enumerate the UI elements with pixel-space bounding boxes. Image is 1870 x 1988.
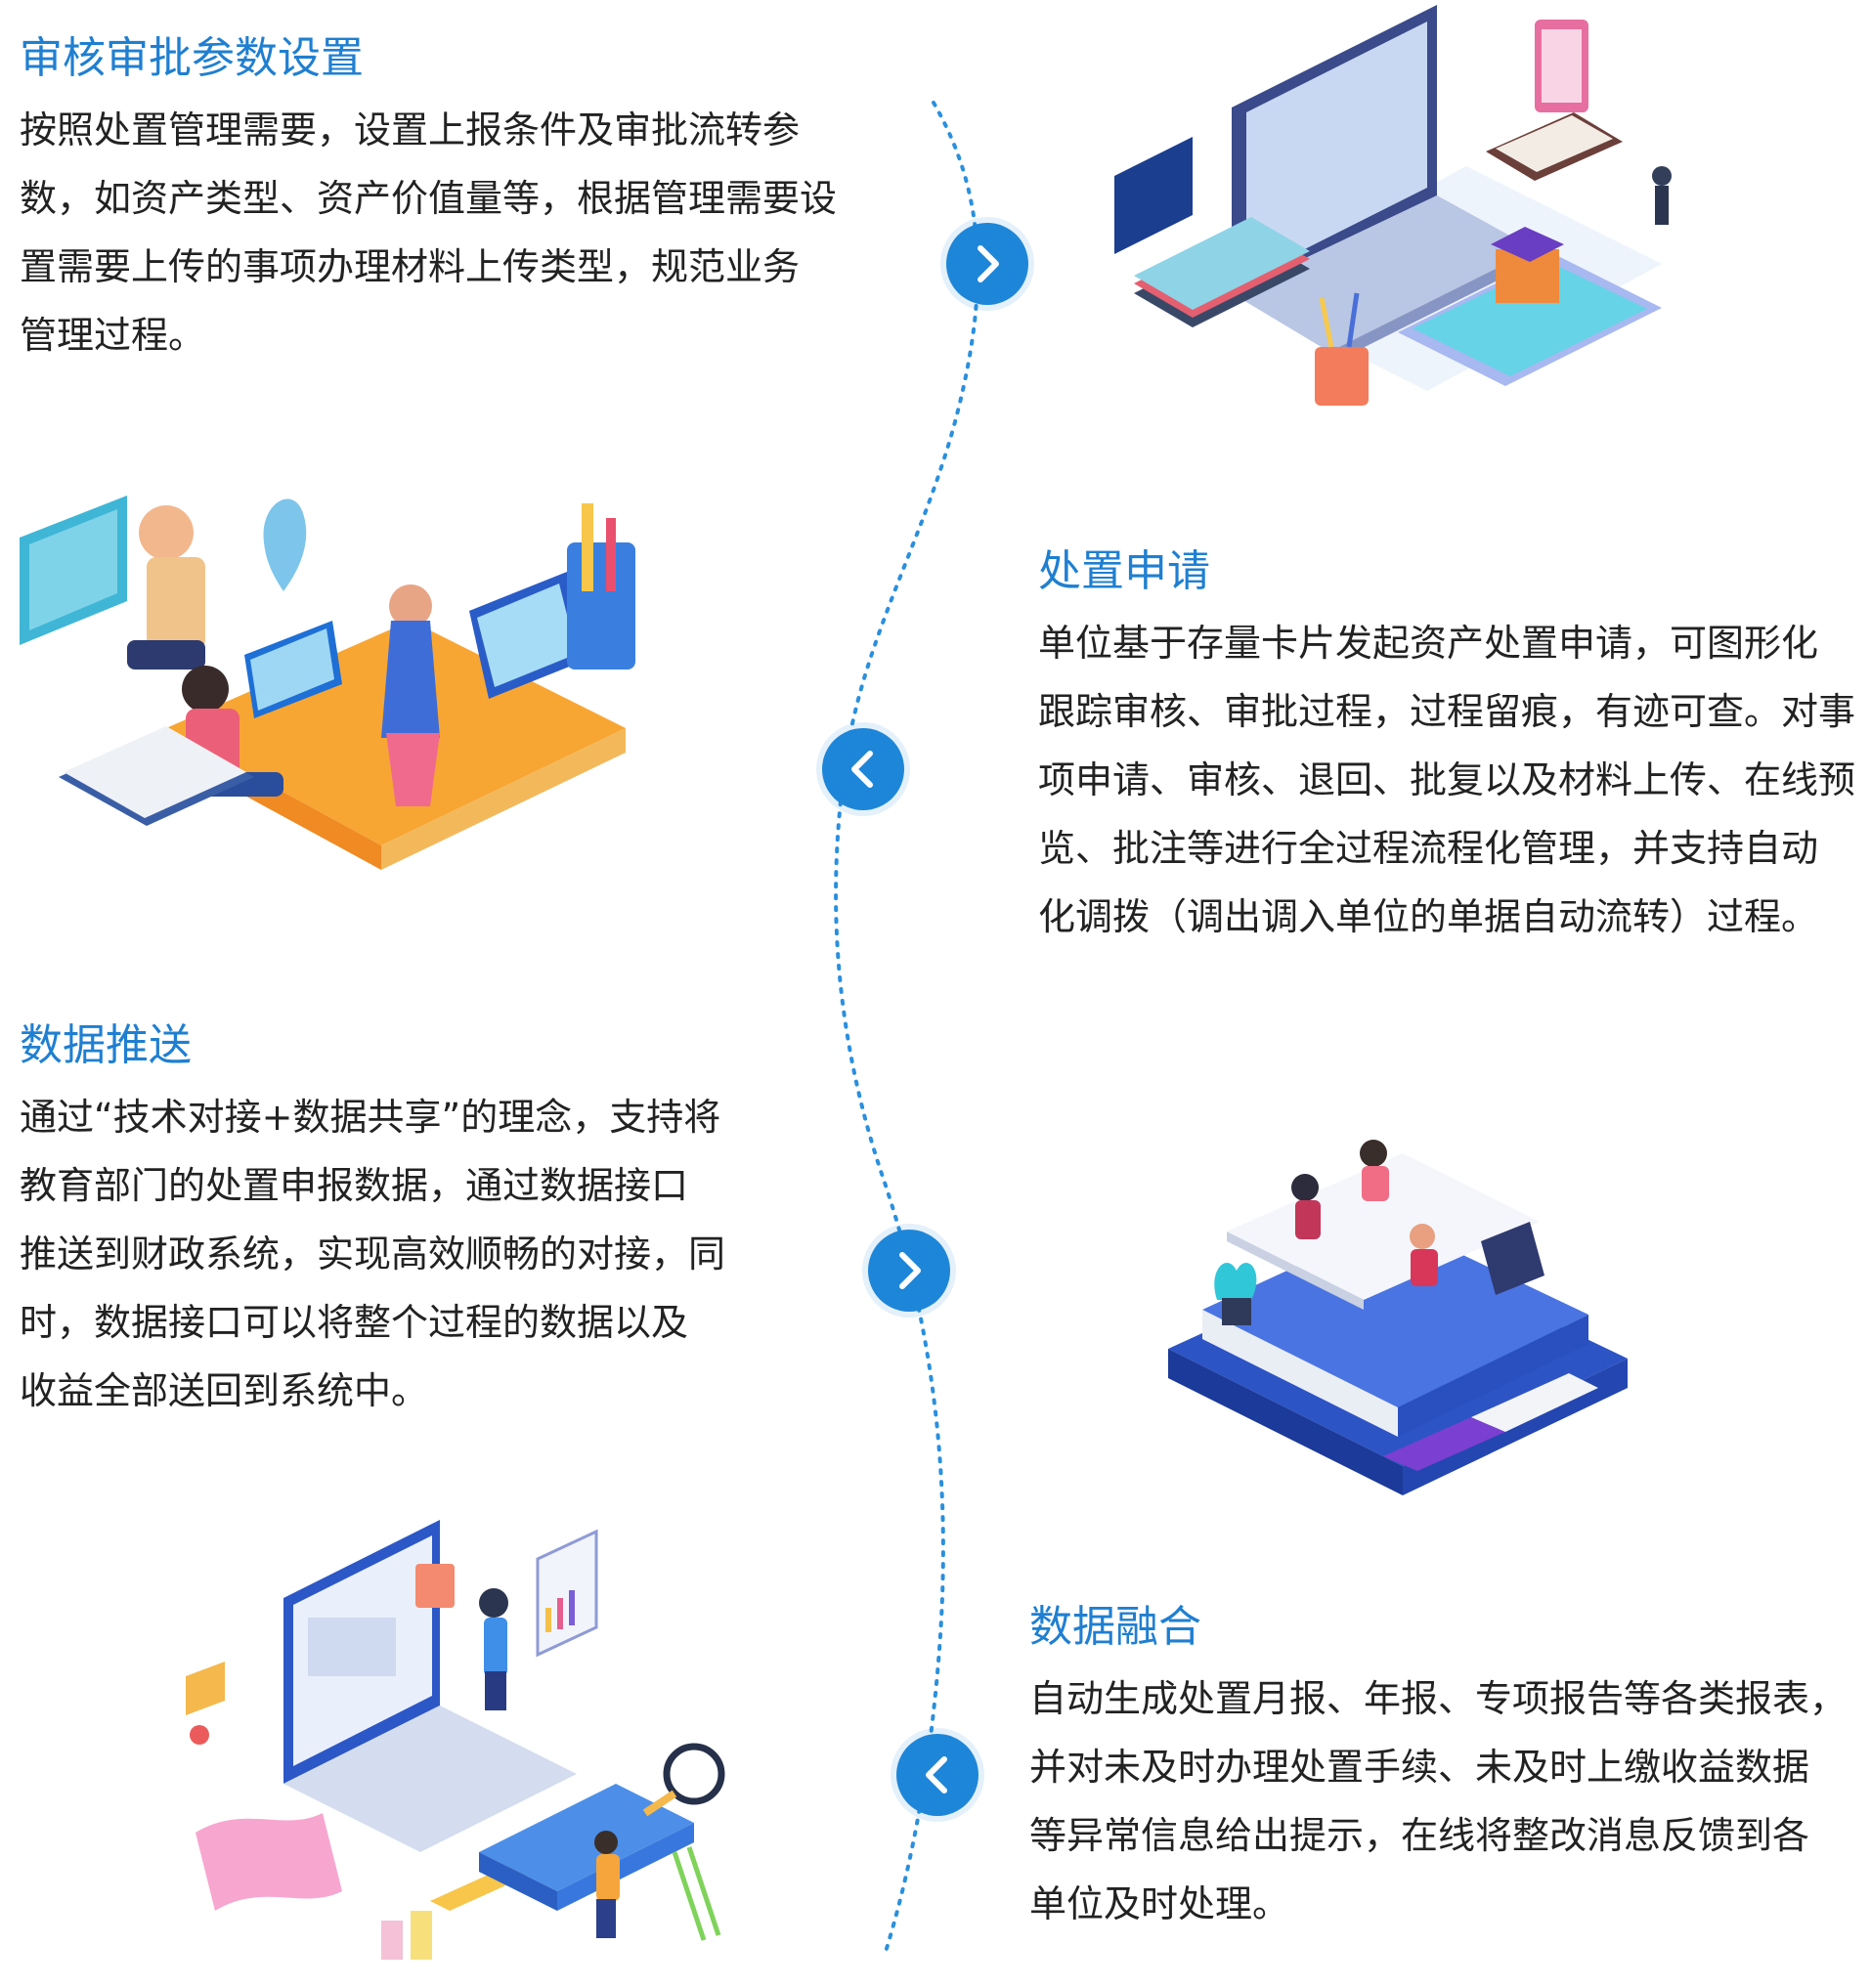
body-line: 时，数据接口可以将整个过程的数据以及 [20, 1301, 689, 1344]
body-line: 数，如资产类型、资产价值量等，根据管理需要设 [20, 177, 838, 220]
body-line: 自动生成处置月报、年报、专项报告等各类报表， [1029, 1677, 1848, 1720]
timeline-node-4[interactable] [896, 1734, 978, 1816]
chevron-right-icon [978, 245, 999, 282]
chevron-right-icon [899, 1252, 921, 1289]
chevron-left-icon [926, 1756, 947, 1794]
body-line: 跟踪审核、审批过程，过程留痕，有迹可查。对事 [1038, 690, 1856, 733]
body-line: 按照处置管理需要，设置上报条件及审批流转参 [20, 108, 801, 151]
section-title: 数据推送 [20, 1020, 192, 1070]
section-body: 按照处置管理需要，设置上报条件及审批流转参 数，如资产类型、资产价值量等，根据管… [20, 96, 870, 369]
body-line: 单位基于存量卡片发起资产处置申请，可图形化 [1038, 622, 1819, 665]
body-line: 览、批注等进行全过程流程化管理，并支持自动 [1038, 827, 1819, 870]
body-line: 收益全部送回到系统中。 [20, 1369, 429, 1412]
laptop-education-illustration [1114, 5, 1672, 406]
body-line: 管理过程。 [20, 314, 206, 357]
body-line: 推送到财政系统，实现高效顺畅的对接，同 [20, 1232, 726, 1275]
body-line: 教育部门的处置申报数据，通过数据接口 [20, 1164, 689, 1207]
body-line: 通过“技术对接+数据共享”的理念，支持将 [20, 1096, 721, 1139]
body-line: 单位及时处理。 [1029, 1882, 1290, 1925]
section-title: 审核审批参数设置 [20, 33, 364, 83]
section-body: 单位基于存量卡片发起资产处置申请，可图形化 跟踪审核、审批过程，过程留痕，有迹可… [1038, 609, 1869, 951]
body-line: 等异常信息给出提示，在线将整改消息反馈到各 [1029, 1814, 1810, 1857]
analytics-dashboard-illustration [186, 1520, 725, 1960]
section-disposal-application: 处置申请 单位基于存量卡片发起资产处置申请，可图形化 跟踪审核、审批过程，过程留… [1038, 542, 1869, 951]
section-data-push: 数据推送 通过“技术对接+数据共享”的理念，支持将 教育部门的处置申报数据，通过… [20, 1016, 772, 1425]
section-body: 自动生成处置月报、年报、专项报告等各类报表， 并对未及时办理处置手续、未及时上缴… [1029, 1664, 1860, 1938]
body-line: 并对未及时办理处置手续、未及时上缴收益数据 [1029, 1746, 1810, 1789]
body-line: 化调拨（调出调入单位的单据自动流转）过程。 [1038, 895, 1819, 938]
timeline-node-1[interactable] [946, 223, 1028, 305]
section-body: 通过“技术对接+数据共享”的理念，支持将 教育部门的处置申报数据，通过数据接口 … [20, 1083, 772, 1425]
section-approval-parameters: 审核审批参数设置 按照处置管理需要，设置上报条件及审批流转参 数，如资产类型、资… [20, 29, 870, 369]
chevron-left-icon [851, 751, 873, 788]
body-line: 项申请、审核、退回、批复以及材料上传、在线预 [1038, 758, 1856, 801]
body-line: 置需要上传的事项办理材料上传类型，规范业务 [20, 245, 801, 288]
timeline-node-2[interactable] [822, 728, 904, 810]
section-title: 数据融合 [1029, 1602, 1201, 1652]
section-title: 处置申请 [1038, 546, 1210, 596]
meeting-platform-illustration [1168, 1140, 1628, 1495]
section-data-fusion: 数据融合 自动生成处置月报、年报、专项报告等各类报表， 并对未及时办理处置手续、… [1029, 1598, 1860, 1938]
team-workspace-illustration [20, 496, 635, 870]
timeline-node-3[interactable] [868, 1230, 950, 1312]
